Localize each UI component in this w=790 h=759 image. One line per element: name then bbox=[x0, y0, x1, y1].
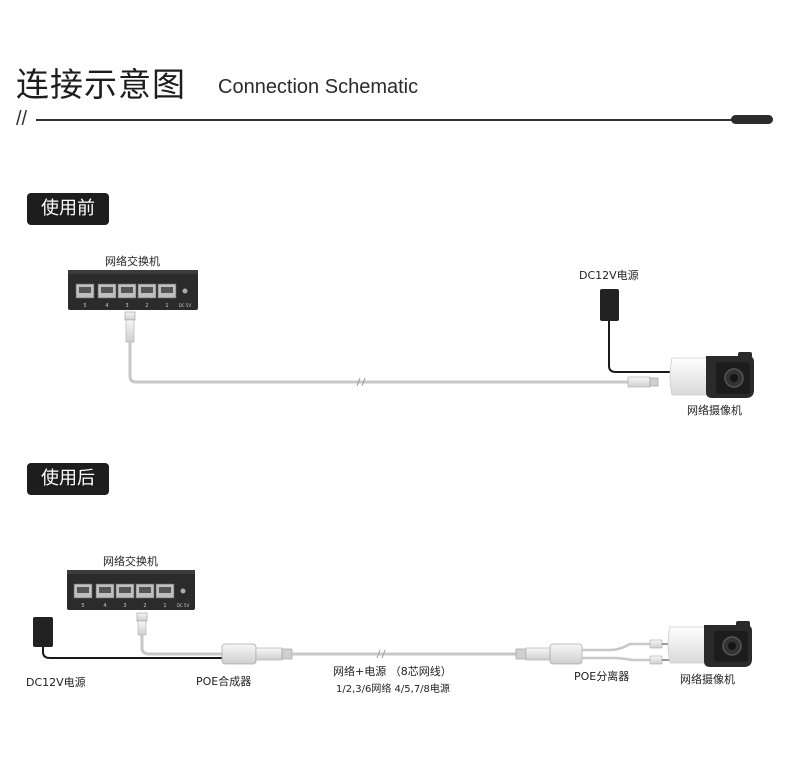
switch-dc-label: DC 5V bbox=[177, 603, 190, 608]
poe-combiner bbox=[221, 643, 293, 665]
splitter-label: POE分离器 bbox=[574, 670, 630, 683]
port-number: 1 bbox=[163, 603, 166, 609]
before-badge: 使用前 bbox=[27, 193, 109, 225]
cable-label: 网络+电源 （8芯网线） bbox=[333, 665, 452, 678]
header-divider bbox=[36, 119, 736, 121]
before-dc-label: DC12V电源 bbox=[579, 269, 639, 282]
port-number: 1 bbox=[165, 303, 168, 309]
after-camera-label: 网络摄像机 bbox=[680, 673, 735, 686]
slash-decoration: // bbox=[16, 108, 28, 130]
poe-splitter bbox=[515, 639, 672, 665]
ip-camera-after bbox=[667, 621, 752, 667]
before-switch-label: 网络交换机 bbox=[105, 255, 160, 268]
switch-dc-label: DC 5V bbox=[179, 303, 192, 308]
divider-end-cap bbox=[731, 115, 773, 124]
page-subtitle: Connection Schematic bbox=[218, 76, 419, 98]
page-title: 连接示意图 bbox=[16, 65, 186, 104]
network-switch-before bbox=[68, 270, 198, 310]
dc-adapter-before bbox=[600, 289, 672, 373]
port-number: 2 bbox=[143, 603, 146, 609]
ethernet-cable-switch-to-combiner bbox=[136, 612, 222, 656]
network-switch-after bbox=[67, 570, 195, 610]
port-number: 3 bbox=[125, 303, 128, 309]
port-number: 4 bbox=[103, 603, 106, 609]
after-badge: 使用后 bbox=[27, 463, 109, 495]
after-dc-label: DC12V电源 bbox=[26, 676, 86, 689]
ethernet-cable-before bbox=[124, 311, 659, 388]
ip-camera-before bbox=[669, 352, 754, 398]
port-number: 5 bbox=[83, 303, 86, 309]
before-camera-label: 网络摄像机 bbox=[687, 404, 742, 417]
eight-core-cable bbox=[292, 649, 516, 659]
after-switch-label: 网络交换机 bbox=[103, 555, 158, 568]
port-number: 3 bbox=[123, 603, 126, 609]
dc-adapter-after bbox=[33, 617, 222, 659]
port-number: 5 bbox=[81, 603, 84, 609]
cable-sublabel: 1/2,3/6网络 4/5,7/8电源 bbox=[336, 684, 450, 695]
port-number: 4 bbox=[105, 303, 108, 309]
combiner-label: POE合成器 bbox=[196, 675, 252, 688]
port-number: 2 bbox=[145, 303, 148, 309]
